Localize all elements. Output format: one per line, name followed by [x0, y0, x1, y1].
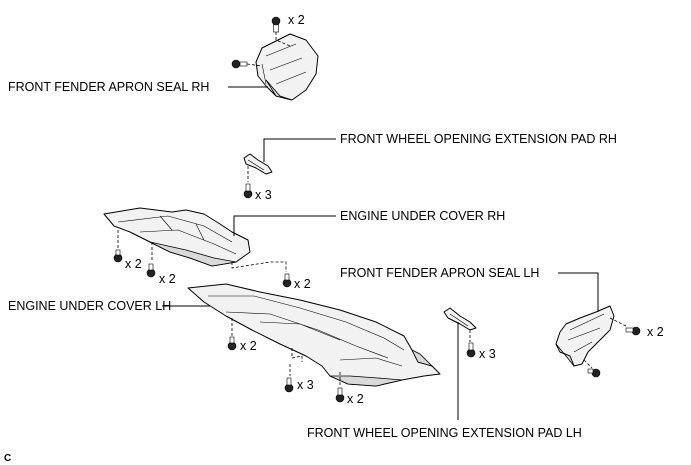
apron-seal-lh-qty: x 2 — [647, 325, 664, 339]
engine-under-cover-rh-part — [103, 207, 251, 267]
apron-seal-rh-clip-left — [231, 59, 248, 69]
under-cover-lh-qty-front: x 3 — [297, 378, 314, 392]
under-cover-rh-bolt-left — [113, 249, 123, 263]
front-wheel-opening-extension-pad-lh-part — [443, 307, 477, 331]
label-front-fender-apron-seal-lh: FRONT FENDER APRON SEAL LH — [340, 266, 539, 280]
front-wheel-opening-extension-pad-rh-part — [243, 153, 273, 175]
apron-seal-rh-dash-top — [275, 32, 291, 47]
under-cover-rh-leader — [233, 215, 336, 236]
apron-seal-lh-bolt-right — [625, 326, 641, 336]
apron-seal-rh-dash-left — [246, 63, 263, 67]
apron-seal-rh-clip-top — [271, 16, 281, 33]
under-cover-lh-bolt-rear — [335, 387, 345, 403]
apron-seal-rh-qty: x 2 — [288, 13, 305, 27]
front-fender-apron-seal-lh-part — [555, 305, 615, 367]
under-cover-lh-bolt-mid — [227, 336, 237, 351]
label-front-wheel-opening-extension-pad-lh: FRONT WHEEL OPENING EXTENSION PAD LH — [307, 426, 582, 440]
under-cover-rh-qty-mid: x 2 — [159, 272, 176, 286]
label-front-wheel-opening-extension-pad-rh: FRONT WHEEL OPENING EXTENSION PAD RH — [340, 132, 617, 146]
label-front-fender-apron-seal-rh: FRONT FENDER APRON SEAL RH — [8, 80, 209, 94]
apron-seal-lh-dash-bottom — [583, 359, 593, 369]
ext-pad-rh-qty: x 3 — [255, 188, 272, 202]
under-cover-rh-bolt-rear — [282, 273, 292, 288]
apron-seal-lh-dash-right — [609, 317, 627, 327]
ext-pad-rh-leader — [263, 138, 336, 162]
under-cover-lh-qty-mid: x 2 — [240, 339, 257, 353]
front-fender-apron-seal-rh-part — [255, 33, 319, 101]
under-cover-lh-qty-rear: x 2 — [347, 392, 364, 406]
label-engine-under-cover-lh: ENGINE UNDER COVER LH — [8, 299, 171, 313]
label-engine-under-cover-rh: ENGINE UNDER COVER RH — [340, 209, 505, 223]
apron-seal-lh-leader — [558, 272, 599, 312]
ext-pad-rh-bolt — [243, 183, 253, 199]
under-cover-rh-qty-left: x 2 — [125, 257, 142, 271]
ext-pad-lh-bolt — [466, 342, 476, 358]
under-cover-lh-dash-2 — [289, 348, 303, 376]
under-cover-rh-bolt-mid — [146, 263, 156, 278]
figure-code: C — [4, 453, 11, 464]
engine-under-cover-lh-part — [187, 283, 441, 387]
ext-pad-lh-qty: x 3 — [479, 347, 496, 361]
under-cover-rh-dash-3 — [231, 261, 287, 272]
apron-seal-lh-bolt-bottom — [587, 368, 601, 378]
under-cover-rh-qty-rear: x 2 — [294, 277, 311, 291]
under-cover-lh-bolt-front — [284, 377, 294, 393]
